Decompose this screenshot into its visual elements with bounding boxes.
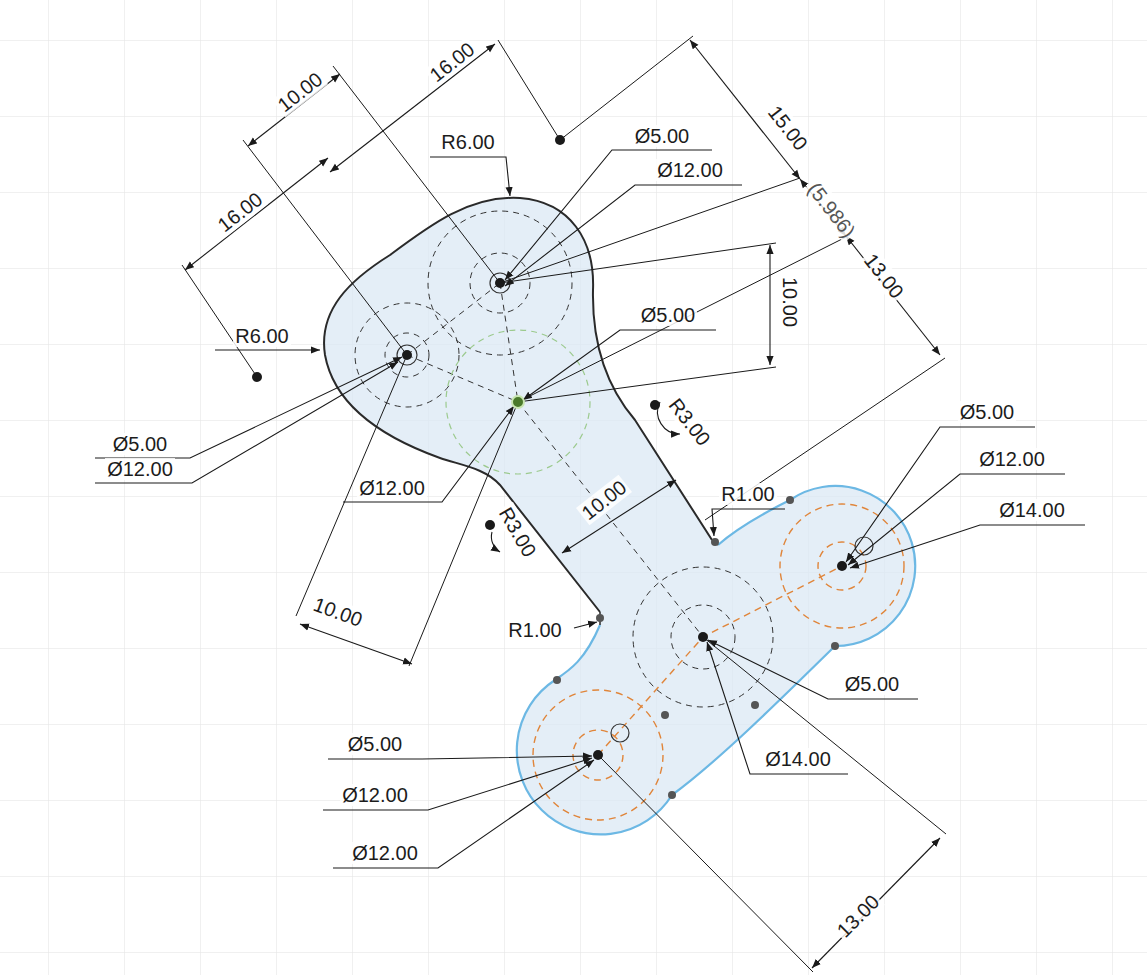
dimension-label: R6.00 <box>439 131 496 153</box>
dimension-label: 10.00 <box>779 275 801 329</box>
dimension-label: Ø5.00 <box>633 125 691 147</box>
dimension-lines <box>185 40 940 968</box>
dimension-label: R3.00 <box>494 502 542 563</box>
dimension-label: R1.00 <box>506 619 563 641</box>
dimension-label: Ø12.00 <box>350 842 420 864</box>
dimension-label: 15.00 <box>763 100 814 156</box>
dimension-label: 13.00 <box>859 248 910 304</box>
sketch-points <box>252 135 847 760</box>
dimension-label: 10.00 <box>309 592 367 631</box>
dimension-label: 13.00 <box>831 889 885 943</box>
body-outline <box>324 198 712 612</box>
dimension-label: Ø12.00 <box>357 477 427 499</box>
construction-circle <box>446 330 590 474</box>
center-point <box>512 396 524 408</box>
dimension-label: Ø5.00 <box>958 401 1016 423</box>
construction-lines <box>355 211 773 707</box>
orange-construction <box>533 504 904 820</box>
dimension-label: 16.00 <box>424 37 480 88</box>
dimension-label: R6.00 <box>233 325 290 347</box>
dimension-label: Ø14.00 <box>763 748 833 770</box>
fillet-joint <box>600 540 718 625</box>
extension-lines <box>182 36 946 972</box>
dimension-label: Ø5.00 <box>639 304 697 326</box>
leader-lines <box>95 150 1085 868</box>
dimension-label: Ø5.00 <box>843 673 901 695</box>
dimension-label: Ø5.00 <box>111 433 169 455</box>
dimension-label: Ø12.00 <box>105 458 175 480</box>
dimension-label: R1.00 <box>719 483 776 505</box>
dimension-label: 10.00 <box>576 475 632 526</box>
dimension-label: Ø14.00 <box>997 499 1067 521</box>
profile-fill <box>324 198 915 835</box>
lower-outline <box>517 486 915 834</box>
dimension-label: 10.00 <box>272 67 328 118</box>
dimension-label: R3.00 <box>664 393 717 452</box>
dimension-label: (5.986) <box>803 177 862 244</box>
dimension-label: Ø12.00 <box>655 159 725 181</box>
dimension-label: 16.00 <box>212 187 268 238</box>
dimension-label: Ø12.00 <box>340 784 410 806</box>
dimension-label: Ø12.00 <box>977 448 1047 470</box>
outline-points <box>553 496 839 799</box>
dimension-label: Ø5.00 <box>346 733 404 755</box>
